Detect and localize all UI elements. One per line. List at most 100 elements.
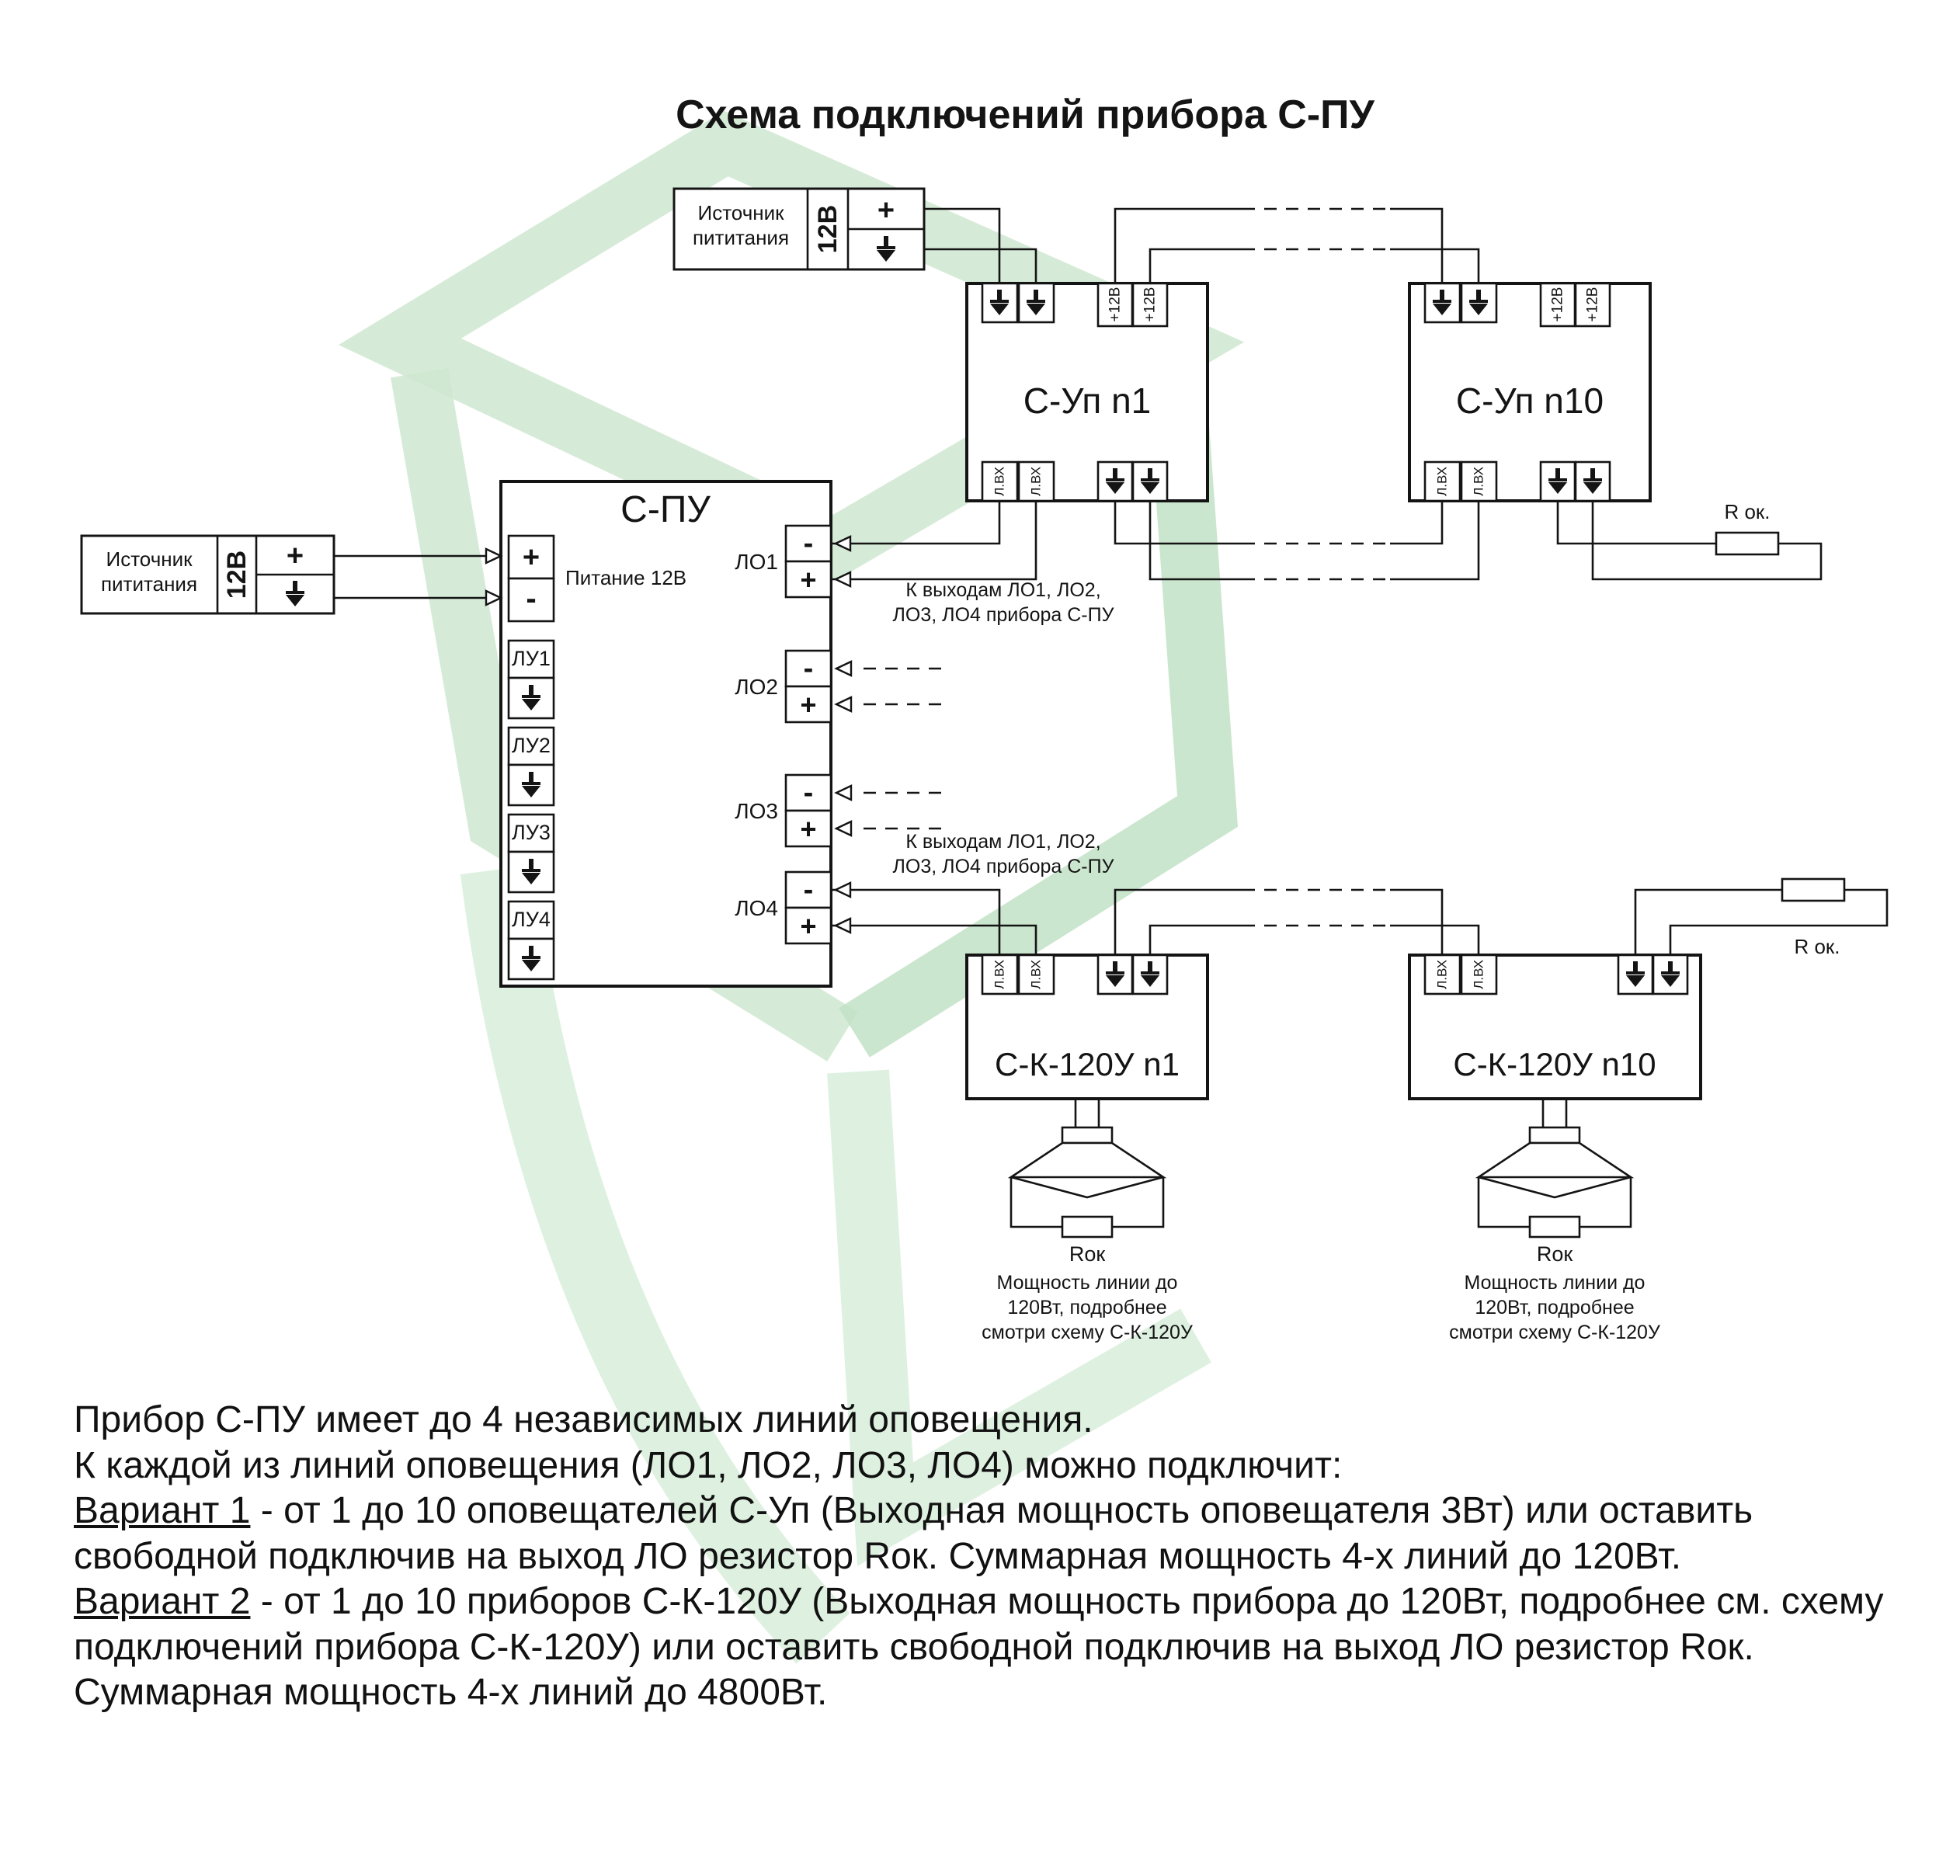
sk-n10-note-3: смотри схему С-К-120У xyxy=(1449,1322,1660,1343)
device-sk-n1: Л.ВХ Л.ВХ С-К-120У n1 xyxy=(965,954,1209,1100)
psu-top-voltage: 12В xyxy=(813,205,843,253)
annotation-bottom: К выходам ЛО1, ЛО2, ЛО3, ЛО4 прибора С-П… xyxy=(893,831,1114,877)
spu-lo1-label: ЛО1 xyxy=(735,550,778,574)
arrowhead-icon xyxy=(834,660,853,677)
lo1-minus: - xyxy=(804,527,814,560)
spu-lo3-label: ЛО3 xyxy=(735,799,778,823)
sup-n10-p12-1: +12В xyxy=(1550,287,1566,322)
psu-left-voltage: 12В xyxy=(222,551,252,599)
lo1-line-wires: R ок. xyxy=(831,500,1823,588)
spu-lu2: ЛУ2 xyxy=(512,734,551,757)
arrowhead-icon xyxy=(834,784,853,801)
device-sup-n10: +12В +12В С-Уп n10 Л.ВХ Л.ВХ xyxy=(1408,282,1652,502)
sk-n10-note-1: Мощность линии до xyxy=(1465,1272,1645,1294)
resistor-rok xyxy=(1528,1215,1581,1239)
spu-lo4-label: ЛО4 xyxy=(735,896,778,920)
arrowhead-icon xyxy=(833,535,852,552)
rok-label: Rок xyxy=(1537,1242,1573,1266)
variant2-label: Вариант 2 xyxy=(74,1581,251,1623)
sk-n1-note-1: Мощность линии до xyxy=(997,1272,1178,1294)
annotation-bottom-line2: ЛО3, ЛО4 прибора С-ПУ xyxy=(893,856,1114,877)
sup-n1-label: С-Уп n1 xyxy=(1023,380,1152,421)
sk-n10-lvx-2: Л.ВХ xyxy=(1472,960,1486,989)
lo1-plus: + xyxy=(800,564,816,596)
sk-n1-note-2: 120Вт, подробнее xyxy=(1007,1297,1166,1318)
sk-n1-lvx-1: Л.ВХ xyxy=(992,960,1007,989)
psu-left-name-2: пититания xyxy=(101,572,197,596)
spu-lu1: ЛУ1 xyxy=(512,647,551,670)
arrowhead-icon xyxy=(834,696,853,713)
device-sk-n10: Л.ВХ Л.ВХ С-К-120У n10 xyxy=(1408,954,1702,1100)
sup-n1-p12-2: +12В xyxy=(1142,287,1159,322)
resistor-rok xyxy=(1061,1215,1114,1239)
sk-n10-note-2: 120Вт, подробнее xyxy=(1475,1297,1634,1318)
page-title: Схема подключений прибора С-ПУ xyxy=(676,92,1374,137)
psu-left-plus: + xyxy=(287,540,304,572)
arrowhead-icon xyxy=(833,881,852,898)
power-source-left: Источник пититания 12В + xyxy=(80,534,503,615)
watermark-logo xyxy=(338,110,1245,1664)
spu-lu3: ЛУ3 xyxy=(512,821,551,844)
arrowhead-icon xyxy=(485,589,503,606)
psu-top-name-2: пититания xyxy=(693,226,789,249)
sup-n10-p12-2: +12В xyxy=(1585,287,1601,322)
sup-n10-lvx-1: Л.ВХ xyxy=(1435,467,1450,496)
sup-n1-lvx-1: Л.ВХ xyxy=(992,467,1007,496)
sk-n1-note-3: смотри схему С-К-120У xyxy=(982,1322,1193,1343)
sup-n10-label: С-Уп n10 xyxy=(1456,380,1604,421)
note-line-2: К каждой из линий оповещения (ЛО1, ЛО2, … xyxy=(74,1444,1343,1486)
spu-power-label: Питание 12В xyxy=(565,566,686,589)
spu-minus: - xyxy=(526,582,536,616)
lo2-minus: - xyxy=(804,652,814,685)
arrowhead-icon xyxy=(833,571,852,588)
description-text: Прибор С-ПУ имеет до 4 независимых линий… xyxy=(74,1398,1937,1716)
lo2-lo3-stub-wires xyxy=(834,660,941,837)
resistor-top-label: R ок. xyxy=(1724,500,1770,523)
sup-n1-lvx-2: Л.ВХ xyxy=(1029,467,1044,496)
annotation-top: К выходам ЛО1, ЛО2, ЛО3, ЛО4 прибора С-П… xyxy=(893,579,1114,626)
lo2-plus: + xyxy=(800,689,816,721)
horn-speaker-icon xyxy=(1475,1141,1635,1179)
speaker-assembly-n10: Rок Мощность линии до 120Вт, подробнее с… xyxy=(1449,1099,1660,1343)
annotation-top-line1: К выходам ЛО1, ЛО2, xyxy=(905,579,1100,601)
power-bus-wires xyxy=(924,207,1480,283)
arrowhead-icon xyxy=(485,547,503,565)
annotation-top-line2: ЛО3, ЛО4 прибора С-ПУ xyxy=(893,604,1114,626)
arrowhead-icon xyxy=(833,917,852,934)
resistor-top xyxy=(1715,531,1780,556)
horn-speaker-icon xyxy=(1007,1141,1167,1179)
sup-n10-lvx-2: Л.ВХ xyxy=(1472,467,1486,496)
lo3-minus: - xyxy=(804,776,814,809)
lo4-line-wires: R ок. xyxy=(831,877,1889,958)
spu-plus: + xyxy=(523,541,540,574)
sk-n10-lvx-1: Л.ВХ xyxy=(1435,960,1450,989)
note-line-1: Прибор С-ПУ имеет до 4 независимых линий… xyxy=(74,1399,1093,1440)
resistor-bottom xyxy=(1781,877,1846,902)
sk-n1-lvx-2: Л.ВХ xyxy=(1029,960,1044,989)
psu-top-name-1: Источник xyxy=(698,201,785,224)
spu-lo2-label: ЛО2 xyxy=(735,675,778,699)
lo4-plus: + xyxy=(800,910,816,942)
sk-n1-label: С-К-120У n1 xyxy=(995,1046,1180,1082)
variant1-label: Вариант 1 xyxy=(74,1490,251,1532)
lo4-minus: - xyxy=(804,874,814,906)
arrowhead-icon xyxy=(834,820,853,837)
rok-label: Rок xyxy=(1069,1242,1106,1266)
device-spu: С-ПУ + - Питание 12В ЛУ1 ЛУ2 ЛУ3 ЛУ4 ЛО1… xyxy=(499,480,832,988)
psu-top-plus: + xyxy=(877,194,895,227)
annotation-bottom-line1: К выходам ЛО1, ЛО2, xyxy=(905,831,1100,853)
sup-n1-p12-1: +12В xyxy=(1107,287,1124,322)
spu-title: С-ПУ xyxy=(620,489,711,530)
note-variant-1: Вариант 1 - от 1 до 10 оповещателей С-Уп… xyxy=(74,1489,1937,1579)
variant2-text: - от 1 до 10 приборов С-К-120У (Выходная… xyxy=(74,1581,1884,1714)
speaker-assembly-n1: Rок Мощность линии до 120Вт, подробнее с… xyxy=(982,1099,1193,1343)
device-sup-n1: +12В +12В С-Уп n1 Л.ВХ Л.ВХ xyxy=(965,282,1209,502)
note-variant-2: Вариант 2 - от 1 до 10 приборов С-К-120У… xyxy=(74,1579,1937,1716)
sk-n10-label: С-К-120У n10 xyxy=(1453,1046,1656,1082)
psu-left-name-1: Источник xyxy=(106,547,193,571)
spu-lu4: ЛУ4 xyxy=(512,908,551,931)
variant1-text: - от 1 до 10 оповещателей С-Уп (Выходная… xyxy=(74,1490,1753,1577)
power-source-top: Источник пититания 12В + xyxy=(672,187,926,271)
lo3-plus: + xyxy=(800,813,816,845)
